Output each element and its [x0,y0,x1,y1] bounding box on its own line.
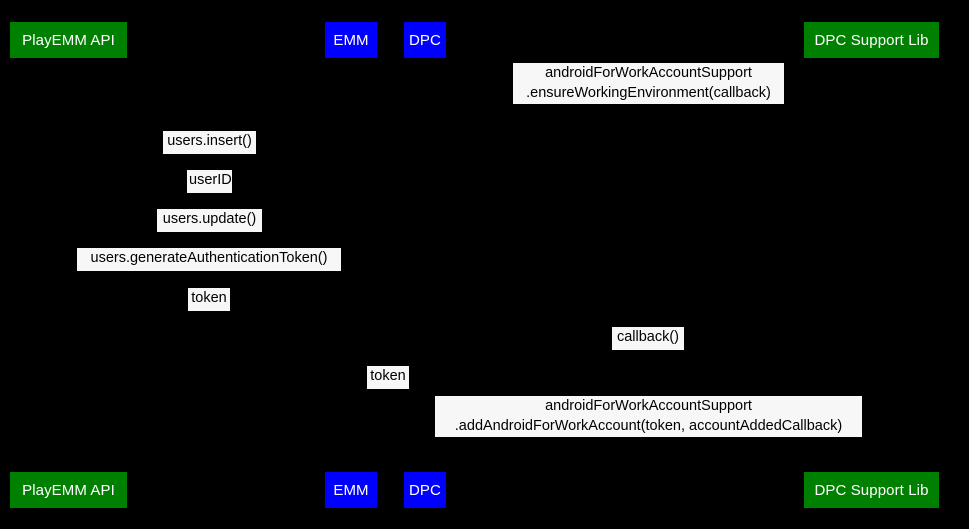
participant-head-playemm-api[interactable]: PlayEMM API [10,22,127,58]
participant-foot-dpc-support-lib[interactable]: DPC Support Lib [804,472,939,508]
message-label-line-1: users.insert() [167,133,252,149]
message-arrow-8 [351,389,425,390]
message-label-6[interactable]: token [188,288,230,311]
message-arrow-5 [68,271,351,272]
message-arrow-9 [425,437,871,438]
message-label-2[interactable]: users.insert() [163,131,256,154]
participant-label: DPC Support Lib [814,31,929,49]
participant-label: EMM [333,481,369,499]
message-label-line-1: token [370,368,406,384]
message-label-line-2: .ensureWorkingEnvironment(callback) [526,84,771,101]
message-label-line-1: userID [189,172,232,188]
message-label-8[interactable]: token [367,366,409,389]
message-label-line-1: androidForWorkAccountSupport [545,398,752,414]
participant-label: DPC [409,31,441,49]
participant-label: EMM [333,31,369,49]
participant-head-emm[interactable]: EMM [325,22,377,58]
participant-label: DPC [409,481,441,499]
message-arrow-7 [425,350,871,351]
message-label-9[interactable]: androidForWorkAccountSupport .addAndroidF… [435,396,862,437]
message-label-line-1: callback() [616,329,680,345]
participant-foot-dpc[interactable]: DPC [404,472,446,508]
message-label-1[interactable]: androidForWorkAccountSupport .ensureWorki… [513,63,784,104]
participant-foot-playemm-api[interactable]: PlayEMM API [10,472,127,508]
lifeline-emm [351,58,352,472]
message-arrow-1 [425,104,871,105]
participant-foot-emm[interactable]: EMM [325,472,377,508]
participant-head-dpc-support-lib[interactable]: DPC Support Lib [804,22,939,58]
message-arrow-6 [68,311,351,312]
message-label-line-1: users.generateAuthenticationToken() [90,250,328,266]
message-label-4[interactable]: users.update() [157,209,262,232]
participant-label: DPC Support Lib [814,481,929,499]
message-arrow-2 [68,154,351,155]
message-label-5[interactable]: users.generateAuthenticationToken() [77,248,341,271]
message-label-line-1: users.update() [162,211,257,227]
message-arrow-4 [68,232,351,233]
participant-label: PlayEMM API [22,31,115,49]
message-label-7[interactable]: callback() [612,327,684,350]
message-arrow-3 [68,193,351,194]
participant-head-dpc[interactable]: DPC [404,22,446,58]
message-label-line-1: androidForWorkAccountSupport [545,65,752,81]
lifeline-playemm-api [68,58,69,472]
lifeline-dpc-support-lib [871,58,872,472]
message-label-3[interactable]: userID [187,170,232,193]
message-label-line-1: token [191,290,227,306]
message-label-line-2: .addAndroidForWorkAccount(token, account… [454,417,843,434]
participant-label: PlayEMM API [22,481,115,499]
lifeline-dpc [425,58,426,472]
